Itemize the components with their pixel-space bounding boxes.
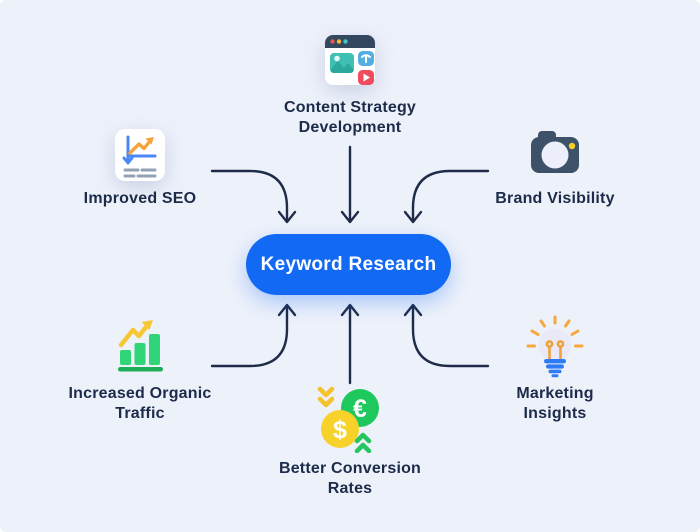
node-label-content-strategy-development: Content Strategy Development xyxy=(283,99,417,137)
svg-text:$: $ xyxy=(333,416,347,444)
currency-exchange-icon: € $ xyxy=(317,386,379,453)
lightbulb-icon xyxy=(526,315,584,378)
seo-line-chart-icon xyxy=(115,129,165,181)
node-label-increased-organic-traffic: Increased Organic Traffic xyxy=(68,385,212,423)
arrow-from-improved-seo xyxy=(210,169,297,224)
node-label-brand-visibility: Brand Visibility xyxy=(495,190,615,207)
camera-icon xyxy=(531,131,579,173)
arrow-from-increased-organic-traffic xyxy=(210,303,297,368)
browser-content-icon xyxy=(325,35,375,85)
arrow-from-brand-visibility xyxy=(403,169,490,224)
arrow-from-marketing-insights xyxy=(403,303,490,368)
node-label-improved-seo: Improved SEO xyxy=(83,190,197,207)
growth-bar-chart-icon xyxy=(118,320,163,372)
arrow-from-better-conversion-rates xyxy=(340,303,360,385)
arrow-from-content-strategy xyxy=(340,145,360,224)
svg-text:€: € xyxy=(353,395,367,423)
keyword-research-button[interactable]: Keyword Research xyxy=(246,234,451,295)
node-label-marketing-insights: Marketing Insights xyxy=(516,385,594,423)
node-label-better-conversion-rates: Better Conversion Rates xyxy=(278,460,422,498)
